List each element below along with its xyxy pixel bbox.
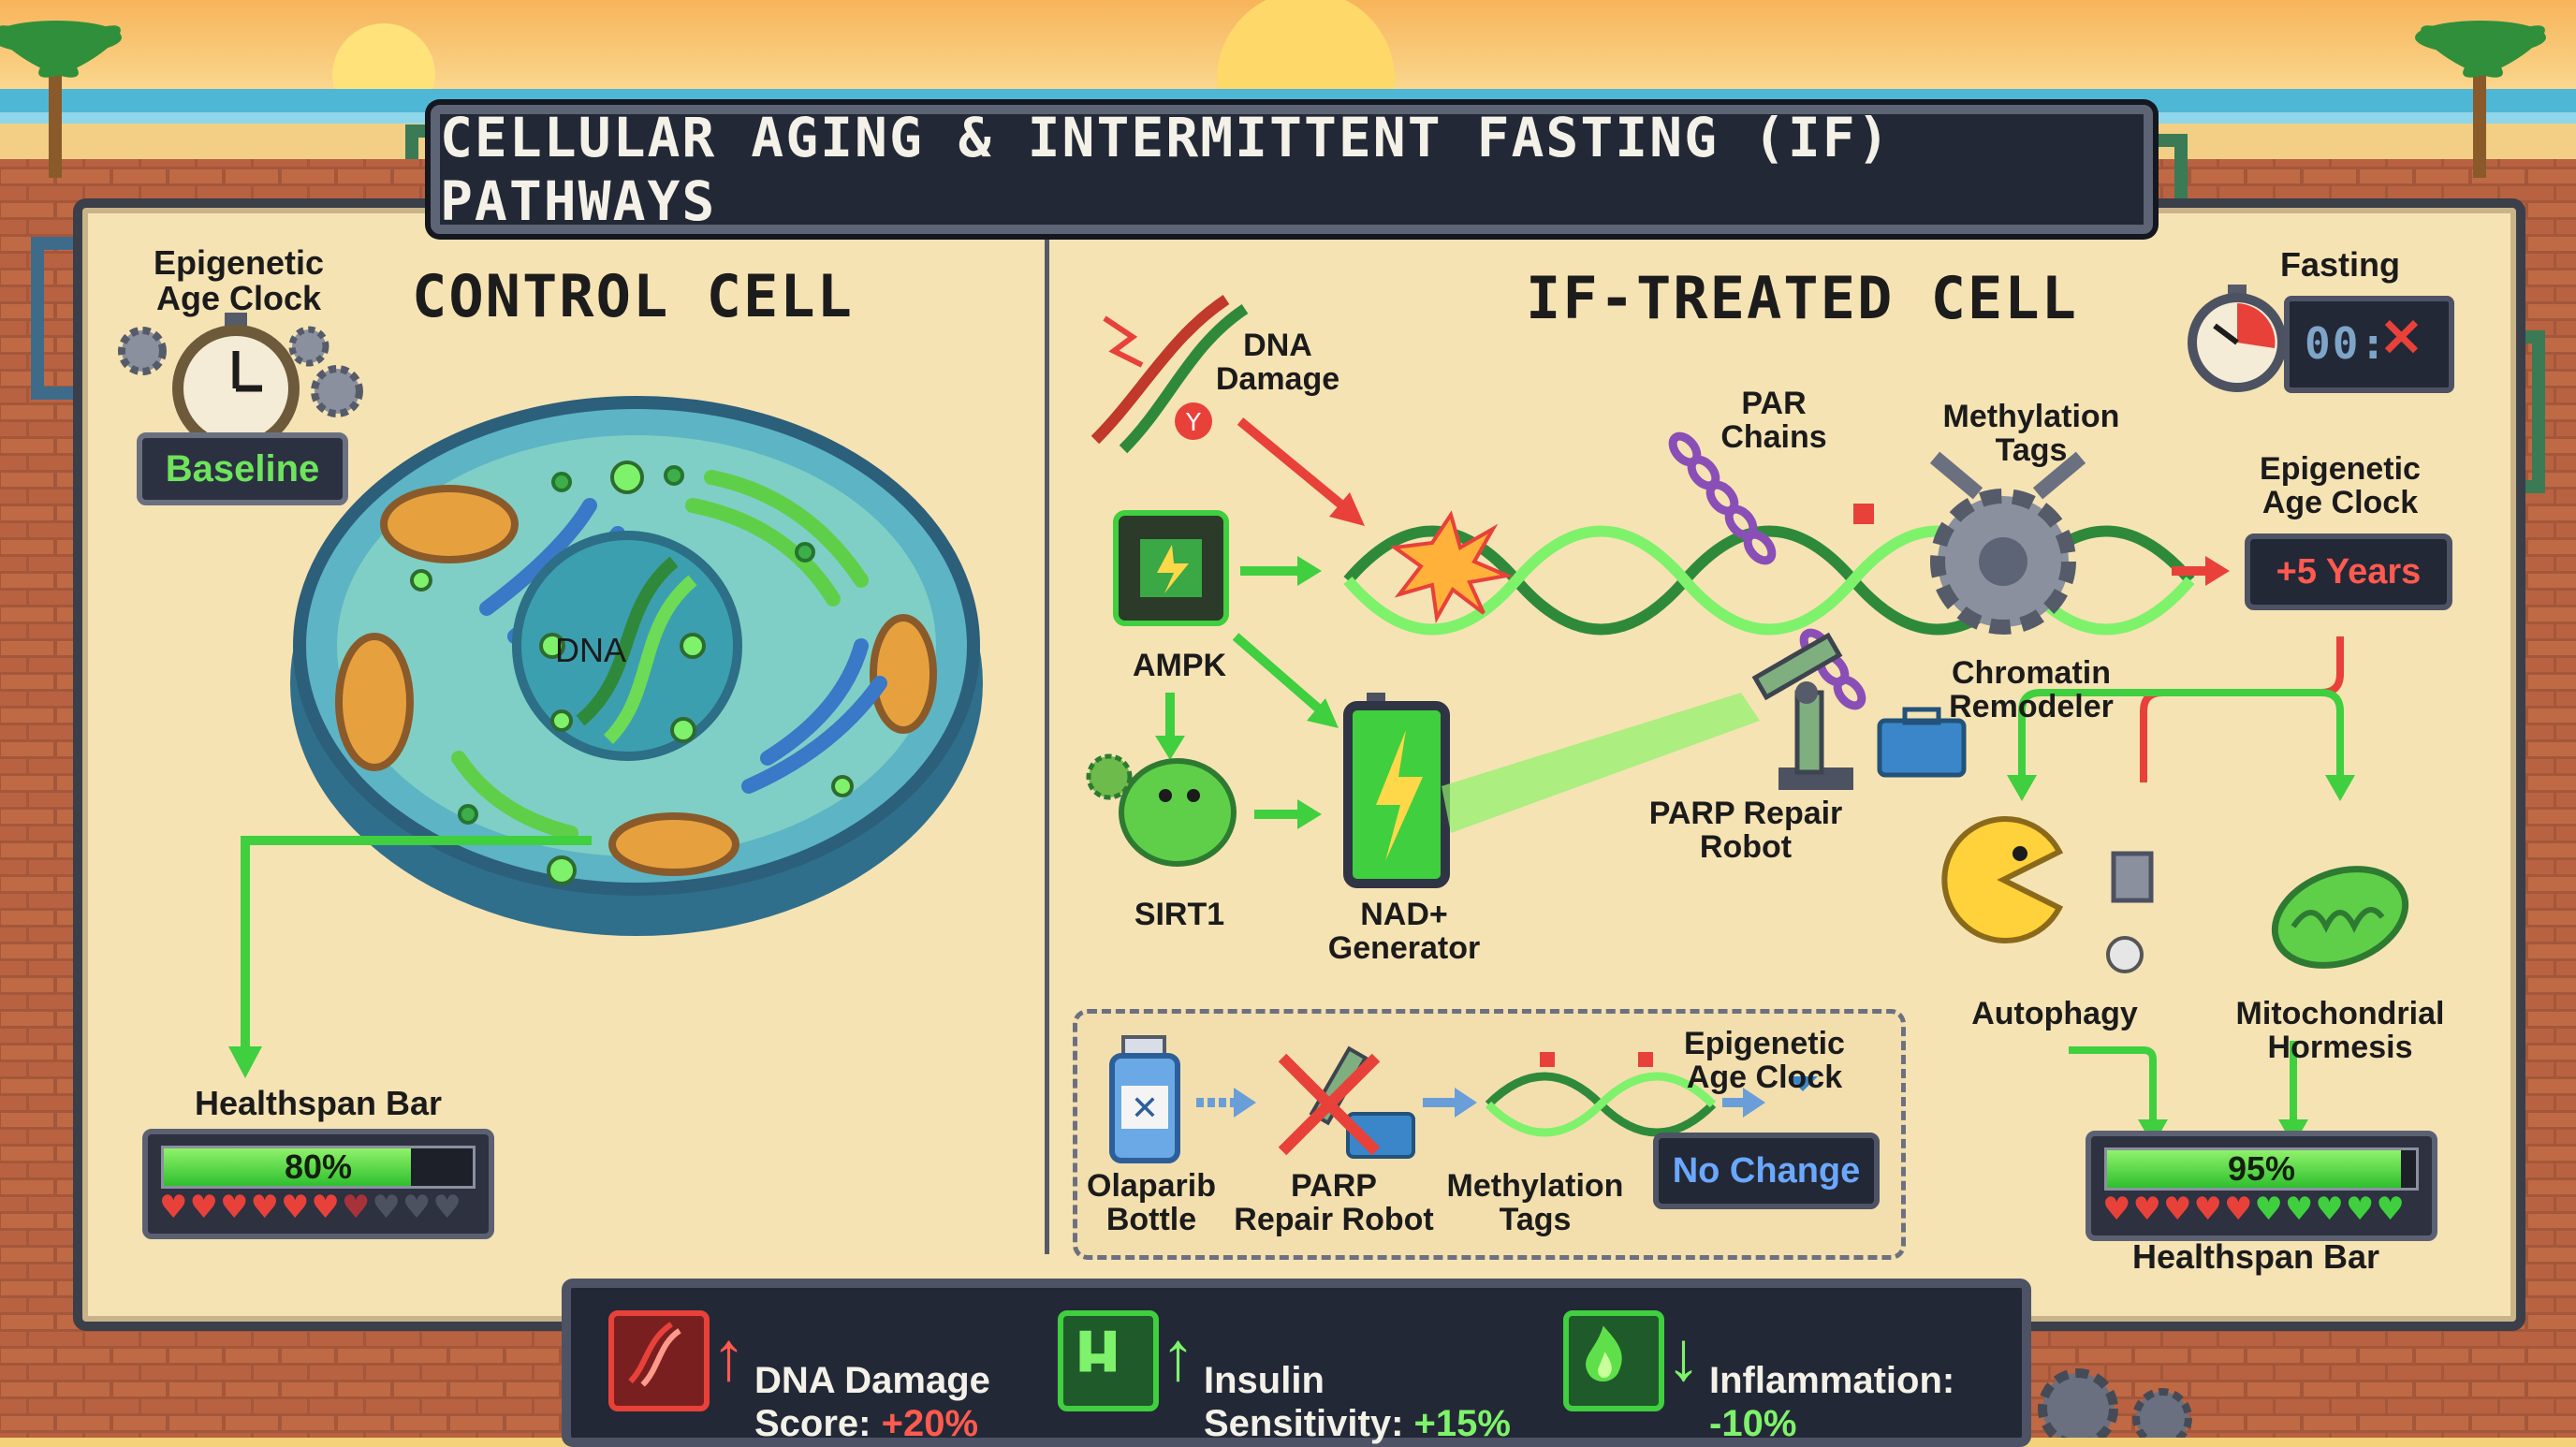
heart-full-icon: ♥ — [250, 1189, 281, 1226]
treated-health-track: 95% — [2104, 1147, 2419, 1191]
nad-battery-icon — [1343, 693, 1450, 888]
methylation-dna-icon — [1485, 1052, 1717, 1137]
heart-red-icon: ♥ — [2102, 1191, 2133, 1228]
ampk-chip-icon — [1113, 510, 1229, 626]
heart-green-icon: ♥ — [2284, 1191, 2316, 1228]
control-arrow-to-health — [228, 836, 592, 1078]
parp-robot-label: PARP Repair Robot — [1648, 796, 1843, 865]
control-clock-label: Epigenetic Age Clock — [153, 243, 325, 317]
control-health-fill — [164, 1148, 411, 1186]
treated-healthspan-bar: 95% ♥♥♥♥♥♥♥♥♥♥ — [2086, 1131, 2437, 1241]
mito-hormesis-label: Mitochondrial Hormesis — [2235, 996, 2445, 1065]
autophagy-label: Autophagy — [1971, 996, 2138, 1031]
stat-dna-damage: DNA Damage Score: +20% — [754, 1316, 990, 1445]
ampk-label: AMPK — [1132, 648, 1227, 683]
stats-bar: ↑ DNA Damage Score: +20% ↑ Insulin Sensi… — [562, 1279, 2031, 1447]
palm-tree-left — [0, 21, 122, 178]
fasting-x-icon: ✕ — [2379, 308, 2423, 367]
heart-green-icon: ♥ — [2376, 1191, 2407, 1228]
stopwatch-icon — [2188, 285, 2287, 392]
heart-full-icon: ♥ — [280, 1189, 312, 1226]
stat-insulin-label: Insulin Sensitivity: — [1204, 1360, 1404, 1444]
control-clock-icon — [118, 313, 363, 449]
stat-inflammation: Inflammation: -10% — [1709, 1316, 1954, 1445]
control-health-label: Healthspan Bar — [194, 1084, 443, 1122]
if-pathway-diagram: Y — [1086, 295, 2409, 973]
heart-empty-icon: ♥ — [402, 1189, 433, 1226]
mitochondria-icon — [2271, 866, 2409, 969]
control-dna-label: DNA — [554, 631, 626, 669]
olaparib-bottle-icon: ✕ — [1109, 1035, 1180, 1163]
sirt1-icon — [1086, 753, 1237, 867]
inhibitor-parp-label: PARP Repair Robot — [1234, 1168, 1434, 1237]
treated-hearts: ♥♥♥♥♥♥♥♥♥♥ — [2102, 1192, 2407, 1226]
control-health-track: 80% — [161, 1146, 476, 1189]
heart-full-icon: ♥ — [159, 1189, 190, 1226]
panel-divider — [1045, 217, 1049, 1254]
inflammation-down-arrow-icon: ↓ — [1666, 1317, 1701, 1395]
nad-generator-label: NAD+ Generator — [1327, 897, 1481, 966]
stat-insulin: Insulin Sensitivity: +15% — [1204, 1316, 1511, 1445]
dna-damage-icon: Y — [1090, 295, 1249, 454]
treated-health-fill — [2107, 1150, 2401, 1188]
parp-robot-crossed-icon — [1278, 1045, 1415, 1159]
treated-health-pct: 95% — [2227, 1149, 2296, 1188]
palm-tree-right — [2415, 21, 2546, 178]
svg-text:Y: Y — [1185, 409, 1201, 437]
insulin-stat-icon — [1058, 1310, 1159, 1411]
control-cell-heading: CONTROL CELL — [412, 262, 854, 330]
heart-red-icon: ♥ — [2193, 1191, 2224, 1228]
heart-half-icon: ♥ — [341, 1189, 373, 1226]
stat-insulin-value: +15% — [1413, 1403, 1511, 1444]
page-title: CELLULAR AGING & INTERMITTENT FASTING (I… — [431, 105, 2153, 234]
control-hearts: ♥♥♥♥♥♥♥♥♥♥ — [159, 1191, 463, 1224]
svg-text:✕: ✕ — [1131, 1089, 1159, 1128]
inhibition-pathway-icons: ✕ — [1109, 1035, 1818, 1163]
fasting-timer-digits: 00: — [2305, 318, 2389, 369]
fasting-label: Fasting — [2279, 245, 2400, 284]
chromatin-gear-icon — [1853, 451, 2086, 635]
treated-cell-heading: IF-TREATED CELL — [1526, 264, 2078, 332]
heart-green-icon: ♥ — [2315, 1191, 2346, 1228]
parp-robot-icon — [1751, 632, 1967, 790]
stat-dna-damage-value: +20% — [881, 1403, 979, 1444]
methylation-tags-label: Methylation Tags — [1942, 399, 2120, 468]
heart-full-icon: ♥ — [311, 1189, 342, 1226]
par-chain-icon — [1668, 431, 1866, 710]
inflammation-stat-icon — [1563, 1310, 1664, 1411]
heart-empty-icon: ♥ — [372, 1189, 402, 1226]
treated-clock-label: Epigenetic Age Clock — [2260, 451, 2421, 520]
inhibitor-clock-label: Epigenetic Age Clock — [1684, 1026, 1845, 1095]
treated-health-label: Healthspan Bar — [2131, 1237, 2380, 1276]
heart-full-icon: ♥ — [219, 1189, 251, 1226]
autophagy-pacman-icon — [1941, 816, 2154, 973]
dna-damage-label: DNA Damage — [1215, 328, 1340, 397]
fasting-timer-display: 00: ✕ — [2284, 296, 2454, 393]
olaparib-bottle-label: Olaparib Bottle — [1087, 1168, 1216, 1237]
heart-red-icon: ♥ — [2162, 1191, 2194, 1228]
control-health-pct: 80% — [284, 1147, 353, 1186]
par-chains-label: PAR Chains — [1720, 386, 1827, 455]
heart-green-icon: ♥ — [2254, 1191, 2285, 1228]
inhibitor-methylation-label: Methylation Tags — [1446, 1168, 1624, 1237]
insulin-up-arrow-icon: ↑ — [1161, 1317, 1195, 1395]
stat-inflammation-label: Inflammation: — [1709, 1360, 1955, 1401]
control-healthspan-bar: 80% ♥♥♥♥♥♥♥♥♥♥ — [142, 1129, 494, 1239]
heart-red-icon: ♥ — [2223, 1191, 2255, 1228]
chromatin-remodeler-label: Chromatin Remodeler — [1949, 655, 2114, 724]
inhibitor-clock-value: No Change — [1653, 1133, 1880, 1209]
stat-inflammation-value: -10% — [1709, 1403, 1797, 1444]
dna-damage-up-arrow-icon: ↑ — [711, 1317, 746, 1395]
dna-damage-stat-icon — [608, 1310, 710, 1411]
treated-clock-value: +5 Years — [2245, 533, 2452, 610]
heart-full-icon: ♥ — [189, 1189, 220, 1226]
heart-empty-icon: ♥ — [432, 1189, 463, 1226]
heart-red-icon: ♥ — [2132, 1191, 2163, 1228]
heart-green-icon: ♥ — [2345, 1191, 2377, 1228]
control-clock-status: Baseline — [137, 432, 348, 505]
control-cell-illustration — [290, 396, 983, 936]
sirt1-label: SIRT1 — [1134, 897, 1225, 932]
